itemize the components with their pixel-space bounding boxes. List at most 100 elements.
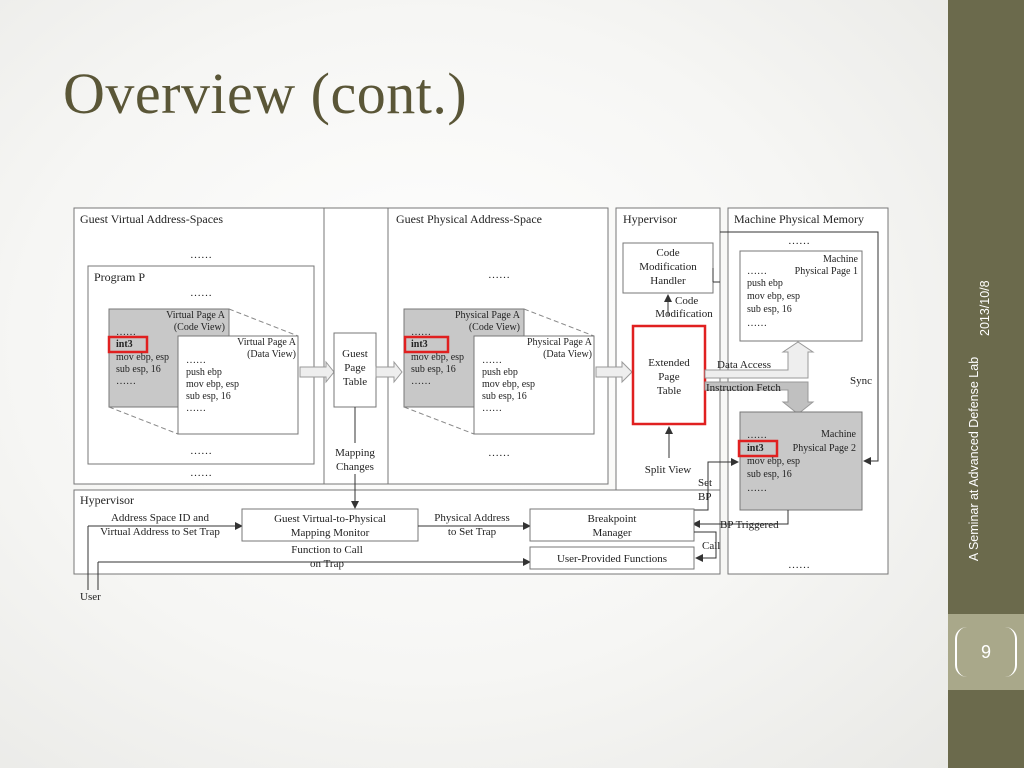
diagram-shape: [523, 308, 595, 337]
diagram-label: ……: [190, 287, 212, 299]
diagram-label: ……: [482, 355, 502, 366]
diagram-label: push ebp: [186, 367, 222, 378]
diagram-label: sub esp, 16: [747, 469, 792, 480]
diagram-label: Machine: [821, 429, 857, 440]
diagram-label: Virtual Page A: [166, 310, 226, 321]
diagram-label: mov ebp, esp: [411, 352, 464, 363]
diagram-label: BP Triggered: [720, 519, 779, 531]
diagram-label: push ebp: [482, 367, 518, 378]
diagram-label: Guest: [342, 348, 368, 360]
machine-physical-page-1: [739, 250, 863, 342]
hypervisor-top-heading: Hypervisor: [623, 212, 677, 226]
diagram-label: Breakpoint: [588, 513, 637, 525]
diagram-label: Physical Page 1: [795, 266, 858, 277]
hypervisor-bottom-heading: Hypervisor: [80, 493, 134, 507]
page-number: 9: [955, 627, 1017, 677]
extended-page-table: [631, 324, 707, 426]
diagram-label: sub esp, 16: [186, 391, 231, 402]
diagram-label: ……: [747, 266, 767, 277]
diagram-label: ……: [788, 559, 810, 571]
diagram-label: Sync: [850, 375, 872, 387]
diagram-label: Manager: [592, 527, 631, 539]
diagram-label: ……: [747, 318, 767, 329]
diagram-label: Virtual Address to Set Trap: [100, 526, 220, 538]
diagram-shape: [228, 308, 299, 337]
slide-title: Overview (cont.): [63, 61, 468, 126]
diagram-label: Table: [343, 376, 367, 388]
diagram-label: Guest Virtual-to-Physical: [274, 513, 386, 525]
diagram-label: int3: [747, 443, 764, 454]
diagram-label: on Trap: [310, 558, 344, 570]
arrow-call: [694, 531, 717, 562]
arrow-gpt-to-physical: [375, 360, 403, 384]
diagram-label: sub esp, 16: [116, 364, 161, 375]
diagram-label: Page: [344, 362, 366, 374]
diagram-label: Data Access: [717, 359, 771, 371]
diagram-label: Table: [657, 385, 681, 397]
diagram-label: Physical Address: [434, 512, 509, 524]
diagram-label: ……: [186, 403, 206, 414]
arrow-bp-triggered: [692, 510, 789, 528]
diagram-label: sub esp, 16: [747, 304, 792, 315]
diagram-label: push ebp: [747, 278, 783, 289]
diagram-label: Address Space ID and: [111, 512, 210, 524]
machine-physical-page-2: [739, 411, 863, 511]
diagram-label: ……: [488, 447, 510, 459]
diagram-label: ……: [411, 327, 431, 338]
arrow-virtual-to-gpt: [299, 360, 335, 384]
diagram-label: ……: [747, 430, 767, 441]
diagram-label: mov ebp, esp: [747, 291, 800, 302]
diagram-label: Set: [698, 477, 712, 489]
diagram-label: Function to Call: [291, 544, 363, 556]
diagram-shape: [403, 406, 475, 435]
diagram-label: (Code View): [174, 322, 225, 333]
diagram-label: ……: [482, 403, 502, 414]
diagram-label: ……: [190, 445, 212, 457]
diagram-label: Call: [702, 540, 720, 552]
diagram-label: Split View: [645, 464, 692, 476]
diagram-label: ……: [186, 355, 206, 366]
diagram-label: ……: [488, 269, 510, 281]
diagram-label: (Data View): [247, 349, 296, 360]
diagram-label: mov ebp, esp: [747, 456, 800, 467]
physical-page-data-view: [473, 335, 595, 435]
diagram-label: (Data View): [543, 349, 592, 360]
diagram-label: BP: [698, 491, 711, 503]
diagram-label: Instruction Fetch: [706, 382, 781, 394]
diagram-label: mov ebp, esp: [116, 352, 169, 363]
diagram-label: (Code View): [469, 322, 520, 333]
arrow-data-access: [704, 341, 815, 379]
int3-highlight-virtual: [107, 335, 149, 354]
diagram-label: ……: [190, 467, 212, 479]
machine-memory-heading: Machine Physical Memory: [734, 212, 864, 226]
diagram-label: Physical Page A: [527, 337, 593, 348]
diagram-label: Physical Page A: [455, 310, 521, 321]
sync-line: [720, 231, 879, 465]
diagram-label: mov ebp, esp: [482, 379, 535, 390]
diagram-label: mov ebp, esp: [186, 379, 239, 390]
diagram-shape: [108, 406, 179, 435]
diagram-label: Extended: [648, 357, 690, 369]
int3-highlight-physical: [403, 335, 450, 354]
arrow-set-bp: [694, 458, 739, 511]
diagram-label: Modification: [639, 261, 697, 273]
diagram-label: User-Provided Functions: [557, 553, 667, 565]
diagram-label: Code: [675, 295, 698, 307]
diagram-label: Changes: [336, 461, 374, 473]
guest-virtual-heading: Guest Virtual Address-Spaces: [80, 212, 223, 226]
diagram-label: ……: [411, 376, 431, 387]
architecture-diagram: Guest Virtual Address-Spaces Guest Physi…: [73, 207, 889, 603]
page-number-box: [948, 614, 1024, 690]
virtual-page-data-view: [177, 335, 299, 435]
diagram-label: Mapping: [335, 447, 375, 459]
guest-physical-heading: Guest Physical Address-Space: [396, 212, 542, 226]
diagram-label: sub esp, 16: [411, 364, 456, 375]
diagram-label: to Set Trap: [448, 526, 497, 538]
guest-page-table: [333, 332, 377, 408]
breakpoint-manager: [529, 508, 695, 542]
diagram-label: ……: [747, 483, 767, 494]
diagram-label: Modification: [655, 308, 713, 320]
diagram-label: int3: [411, 339, 428, 350]
diagram-label: int3: [116, 339, 133, 350]
diagram-label: Virtual Page A: [237, 337, 297, 348]
